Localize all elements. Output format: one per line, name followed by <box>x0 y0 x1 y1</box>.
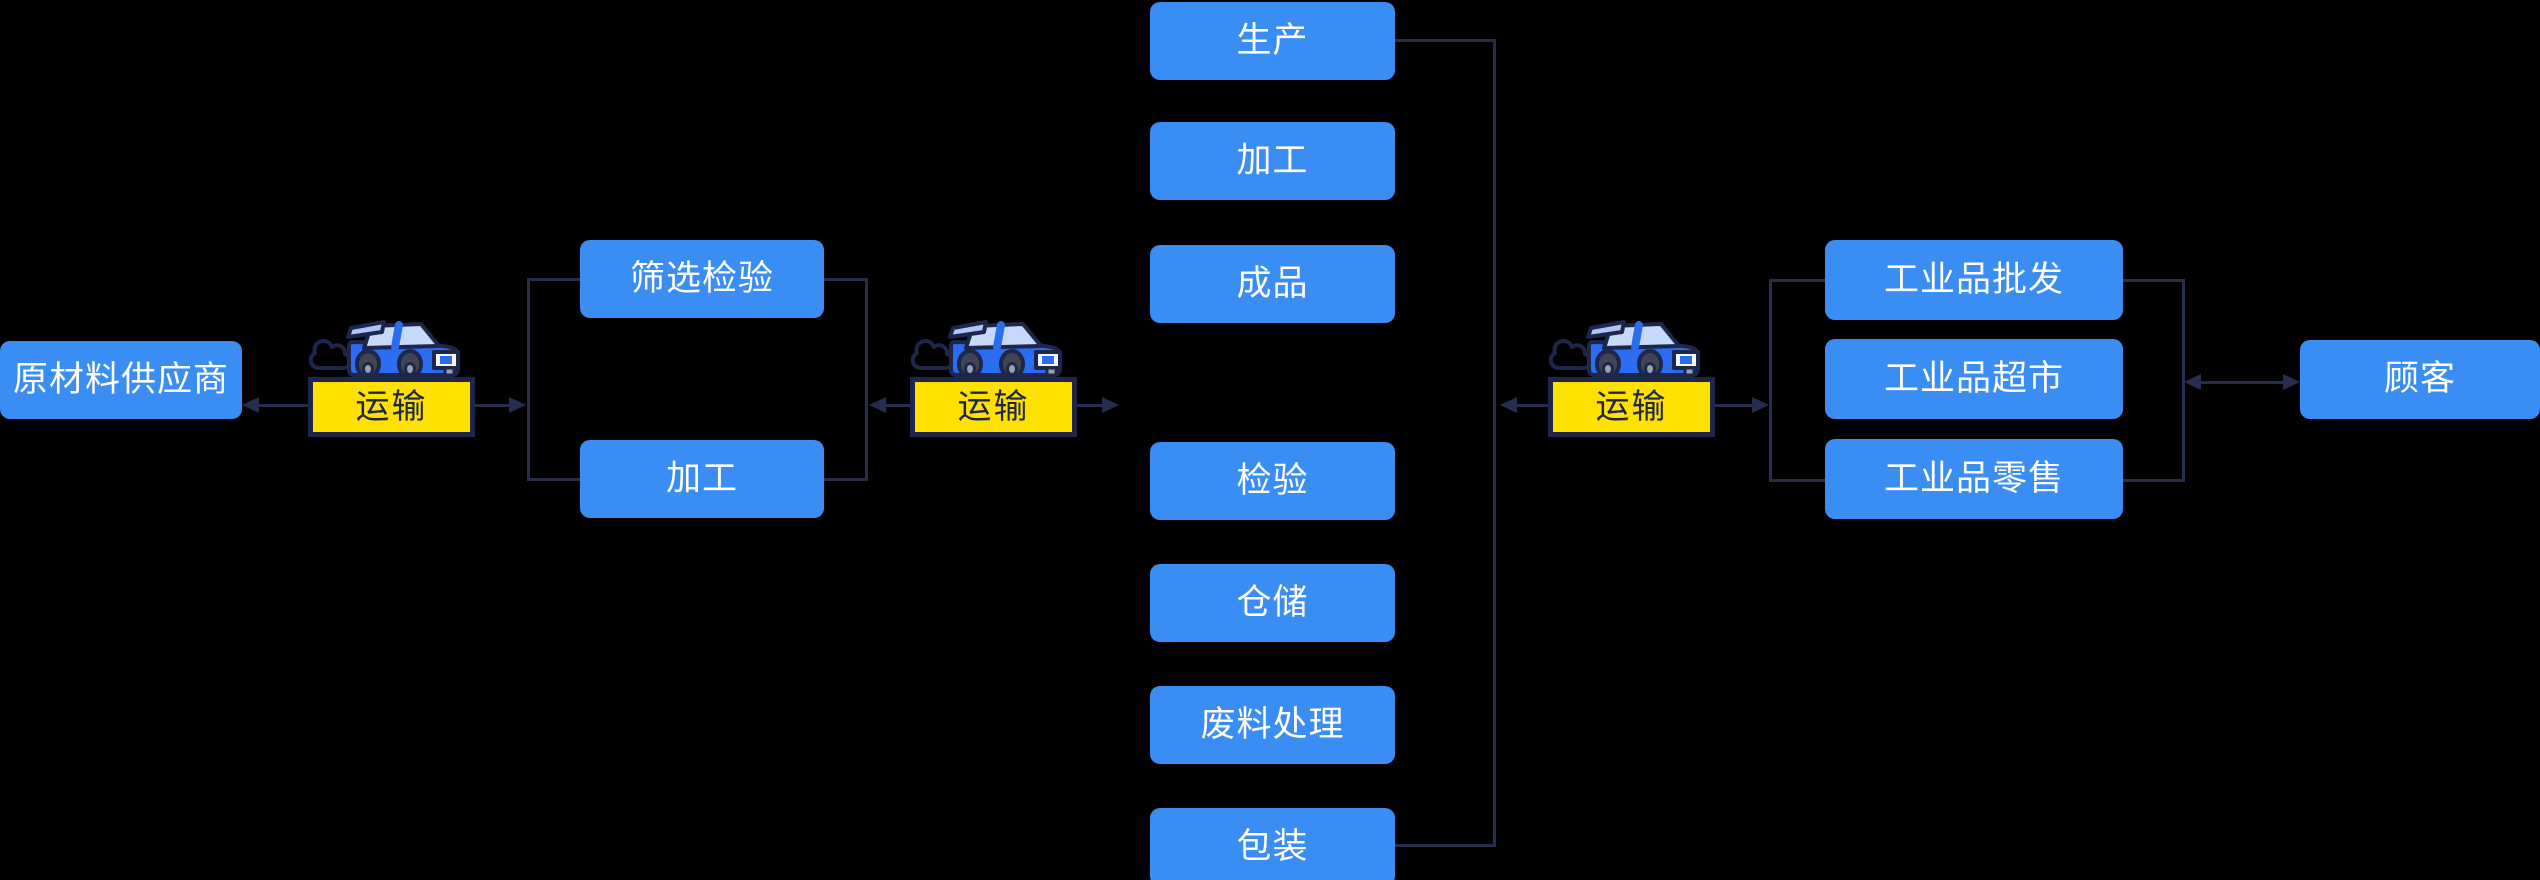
node-waste-disposal: 废料处理 <box>1150 686 1395 764</box>
delivery-car-icon <box>308 320 460 377</box>
connector-transport1-supplier <box>258 404 308 407</box>
factory-loop-line <box>1493 39 1496 847</box>
arrowhead-toward-factory <box>1102 397 1119 413</box>
arrowhead-into-preprocessing-right <box>869 397 886 413</box>
node-production: 生产 <box>1150 2 1395 80</box>
node-pre-processing: 加工 <box>580 440 824 518</box>
arrowhead-into-distribution-right <box>2184 374 2201 390</box>
node-industrial-wholesale: 工业品批发 <box>1825 240 2123 320</box>
delivery-car-icon <box>1548 320 1700 377</box>
node-industrial-retail: 工业品零售 <box>1825 439 2123 519</box>
node-warehousing: 仓储 <box>1150 564 1395 642</box>
stub-screening-right <box>824 278 867 281</box>
node-raw-material-supplier: 原材料供应商 <box>0 341 242 419</box>
arrowhead-into-distribution-bracket <box>1752 397 1769 413</box>
stub-retail-left <box>1770 479 1825 482</box>
stub-retail-right <box>2123 479 2183 482</box>
node-processing: 加工 <box>1150 122 1395 200</box>
arrowhead-into-supplier <box>242 397 259 413</box>
node-transport-1: 运输 <box>308 377 475 437</box>
connector-distribution-customer <box>2201 381 2283 384</box>
stub-processing-left <box>528 478 580 481</box>
node-industrial-supermarket: 工业品超市 <box>1825 339 2123 419</box>
node-inspection: 检验 <box>1150 442 1395 520</box>
delivery-car-icon <box>910 320 1062 377</box>
node-customer: 顾客 <box>2300 340 2540 419</box>
arrowhead-into-factory-line <box>1500 397 1517 413</box>
node-packaging: 包装 <box>1150 808 1395 880</box>
node-transport-2: 运输 <box>910 377 1077 437</box>
bracket-distribution-right <box>2182 279 2185 482</box>
stub-wholesale-right <box>2123 279 2183 282</box>
node-finished-goods: 成品 <box>1150 245 1395 323</box>
connector-transport2-preprocessing <box>886 404 910 407</box>
stub-screening-left <box>528 278 580 281</box>
node-screening-inspection: 筛选检验 <box>580 240 824 318</box>
connector-transport1-preprocessing <box>475 404 510 407</box>
stub-wholesale-left <box>1770 279 1825 282</box>
stub-production-right <box>1395 39 1496 42</box>
stub-processing-right <box>824 478 867 481</box>
arrowhead-into-customer <box>2283 374 2300 390</box>
connector-transport3-factory <box>1517 404 1548 407</box>
node-transport-3: 运输 <box>1548 377 1715 437</box>
bracket-preprocessing-left <box>527 278 530 481</box>
connector-transport3-distribution <box>1715 404 1752 407</box>
stub-packaging-right <box>1395 844 1496 847</box>
bracket-preprocessing-right <box>865 278 868 481</box>
arrowhead-into-preprocessing-bracket <box>509 397 526 413</box>
connector-transport2-factory <box>1077 404 1102 407</box>
bracket-distribution-left <box>1769 279 1772 482</box>
